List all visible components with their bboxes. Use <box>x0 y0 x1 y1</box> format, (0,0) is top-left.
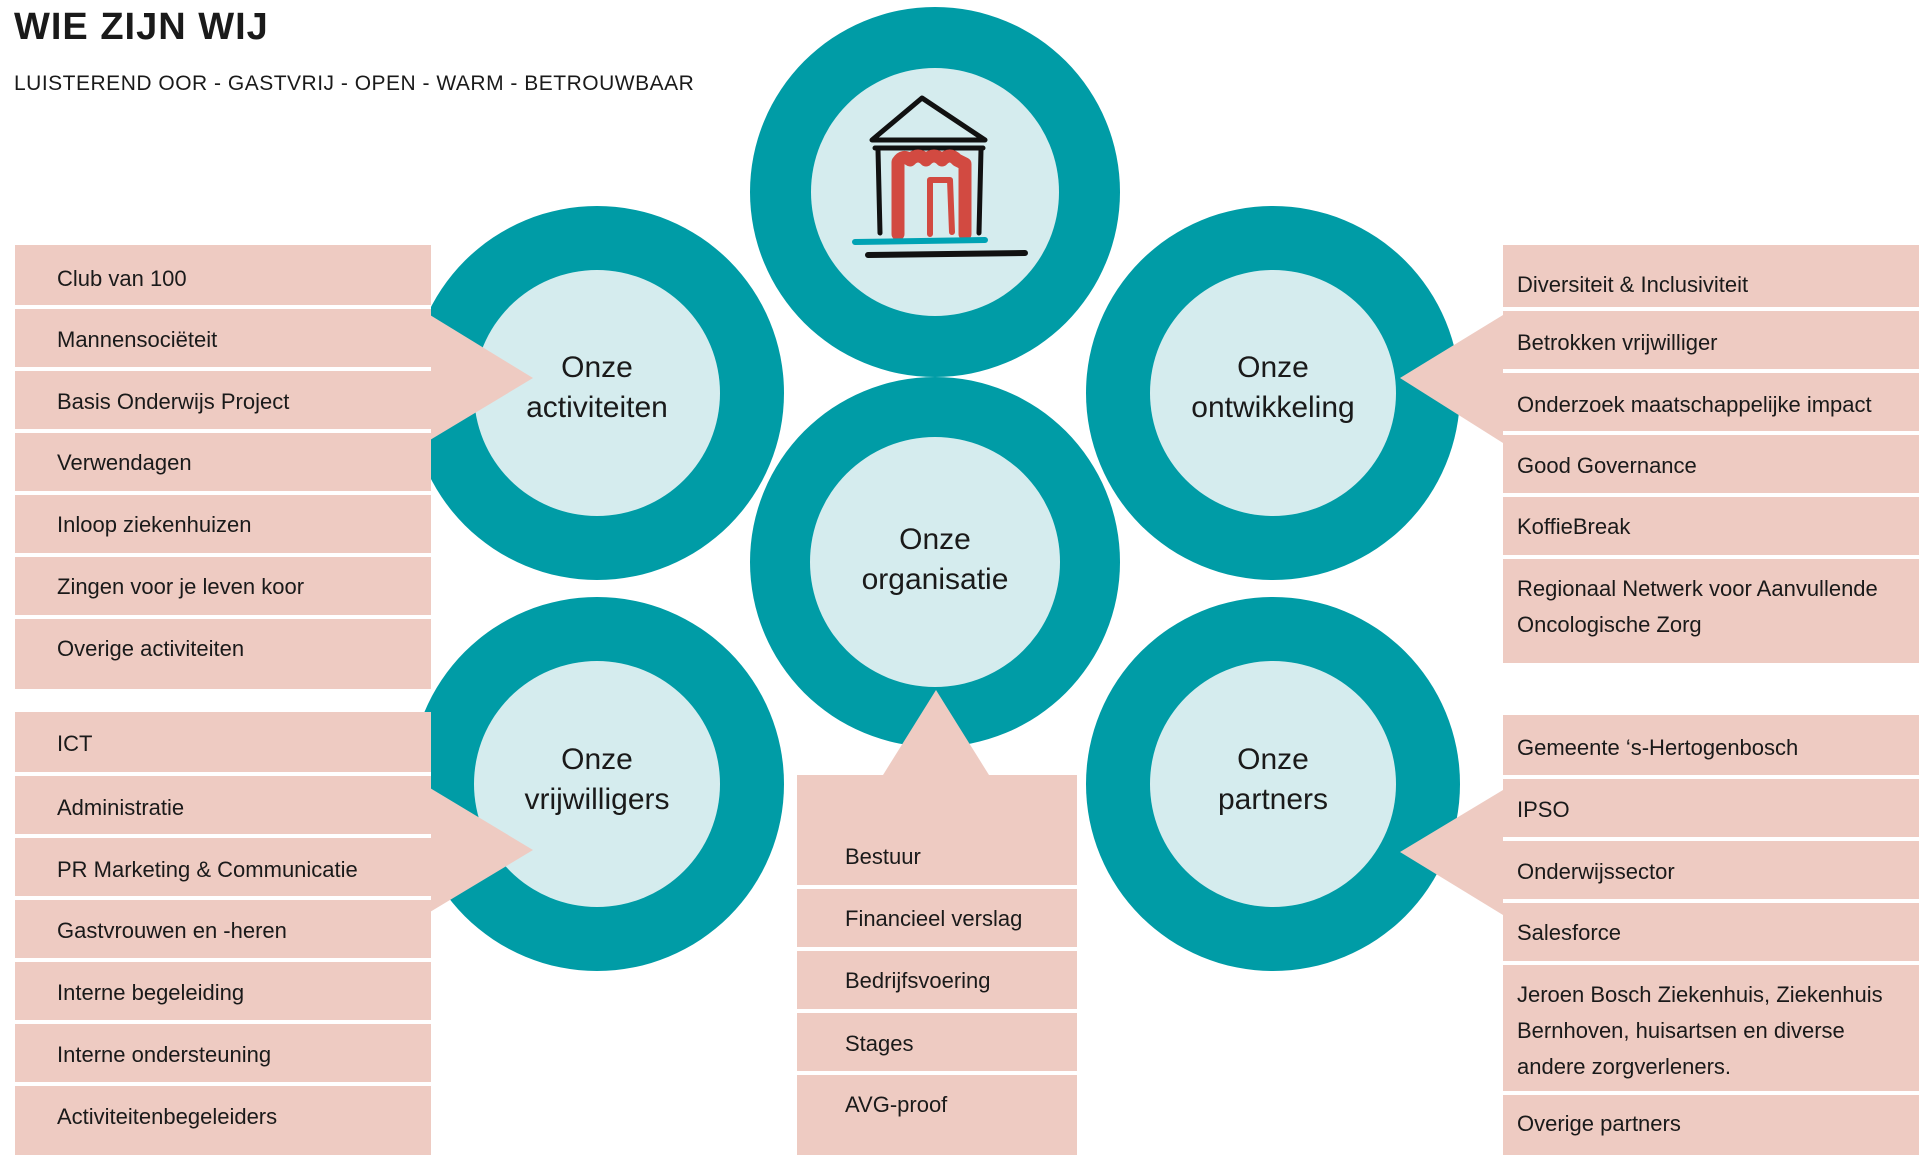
list-item[interactable]: Good Governance <box>1503 435 1919 497</box>
label-activiteiten-line1: Onze <box>561 351 633 384</box>
label-organisatie-line1: Onze <box>899 523 971 556</box>
list-item[interactable]: Jeroen Bosch Ziekenhuis, Ziekenhuis Bern… <box>1503 965 1919 1095</box>
circle-vrijwilligers <box>410 597 784 971</box>
page-title: WIE ZIJN WIJ <box>14 6 269 48</box>
circle-activiteiten <box>410 206 784 580</box>
list-item[interactable]: Basis Onderwijs Project <box>15 371 431 433</box>
label-vrijwilligers: Onze vrijwilligers <box>497 740 697 820</box>
page-subtitle: LUISTEREND OOR - GASTVRIJ - OPEN - WARM … <box>14 72 695 95</box>
list-item[interactable]: Interne begeleiding <box>15 962 431 1024</box>
label-organisatie: Onze organisatie <box>835 520 1035 600</box>
list-item[interactable]: Onderzoek maatschappelijke impact <box>1503 373 1919 435</box>
pointer-activiteiten <box>430 315 533 440</box>
list-item[interactable]: Regionaal Netwerk voor Aanvullende Oncol… <box>1503 559 1919 663</box>
circle-organisatie <box>750 377 1120 747</box>
label-vrijwilligers-line1: Onze <box>561 743 633 776</box>
list-item[interactable]: Financieel verslag <box>797 889 1077 951</box>
list-item[interactable]: Verwendagen <box>15 433 431 495</box>
list-item[interactable]: PR Marketing & Communicatie <box>15 838 431 900</box>
label-ontwikkeling: Onze ontwikkeling <box>1168 348 1378 428</box>
list-item[interactable]: Betrokken vrijwilliger <box>1503 311 1919 373</box>
label-partners-line1: Onze <box>1237 743 1309 776</box>
label-partners: Onze partners <box>1173 740 1373 820</box>
pointer-ontwikkeling <box>1400 315 1503 443</box>
label-ontwikkeling-line1: Onze <box>1237 351 1309 384</box>
list-item[interactable]: Gemeente ‘s-Hertogenbosch <box>1503 715 1919 779</box>
label-activiteiten: Onze activiteiten <box>497 348 697 428</box>
list-item[interactable]: Gastvrouwen en -heren <box>15 900 431 962</box>
list-item[interactable]: IPSO <box>1503 779 1919 841</box>
label-ontwikkeling-line2: ontwikkeling <box>1191 391 1355 424</box>
list-item[interactable]: Bedrijfsvoering <box>797 951 1077 1013</box>
list-item[interactable]: Bestuur <box>797 775 1077 889</box>
logo-circle <box>750 7 1120 377</box>
label-activiteiten-line2: activiteiten <box>526 391 668 424</box>
list-item[interactable]: ICT <box>15 712 431 776</box>
list-item[interactable]: Mannensociëteit <box>15 309 431 371</box>
list-item[interactable]: AVG-proof <box>797 1075 1077 1155</box>
house-with-brick-doorway-icon <box>852 95 1028 258</box>
list-item[interactable]: KoffieBreak <box>1503 497 1919 559</box>
list-item[interactable]: Zingen voor je leven koor <box>15 557 431 619</box>
label-vrijwilligers-line2: vrijwilligers <box>524 783 670 816</box>
list-item[interactable]: Overige activiteiten <box>15 619 431 689</box>
circle-ontwikkeling <box>1086 206 1460 580</box>
list-item[interactable]: Administratie <box>15 776 431 838</box>
circle-partners <box>1086 597 1460 971</box>
list-item[interactable]: Stages <box>797 1013 1077 1075</box>
list-item[interactable]: Onderwijssector <box>1503 841 1919 903</box>
list-item[interactable]: Salesforce <box>1503 903 1919 965</box>
pointer-vrijwilligers <box>430 788 533 912</box>
pointer-organisatie <box>883 690 989 775</box>
list-item[interactable]: Overige partners <box>1503 1095 1919 1155</box>
list-item[interactable]: Inloop ziekenhuizen <box>15 495 431 557</box>
list-item[interactable]: Activiteitenbegeleiders <box>15 1086 431 1155</box>
label-organisatie-line2: organisatie <box>861 563 1009 596</box>
list-item[interactable]: Diversiteit & Inclusiviteit <box>1503 245 1919 311</box>
label-partners-line2: partners <box>1217 783 1329 816</box>
list-item[interactable]: Interne ondersteuning <box>15 1024 431 1086</box>
pointer-partners <box>1400 790 1503 915</box>
list-item[interactable]: Club van 100 <box>15 245 431 309</box>
